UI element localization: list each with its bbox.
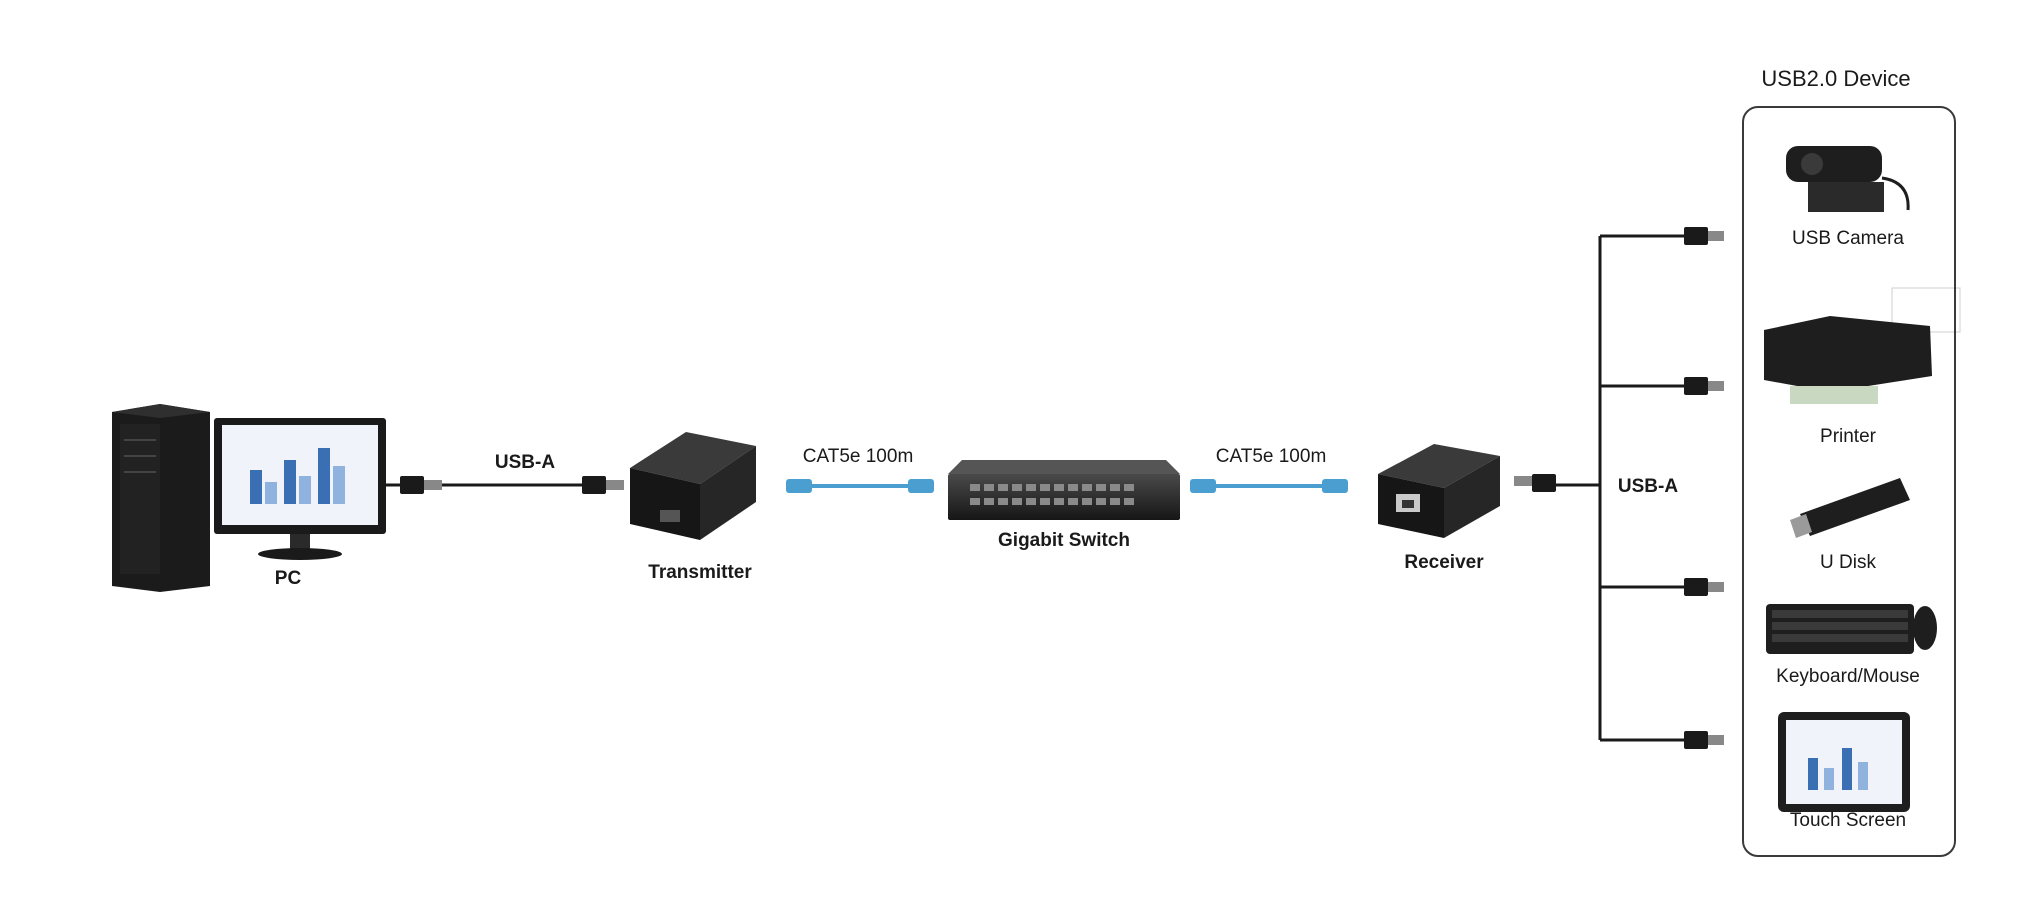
- switch-label: Gigabit Switch: [998, 530, 1130, 551]
- touch-screen-label: Touch Screen: [1789, 810, 1907, 831]
- touch-screen-icon: [1778, 712, 1910, 812]
- usb-cable-right: [1514, 227, 1724, 749]
- device-group-title: USB2.0 Device: [1761, 66, 1911, 91]
- cat5e-right-label: CAT5e 100m: [1215, 446, 1327, 467]
- keyboard-mouse-label: Keyboard/Mouse: [1776, 666, 1920, 687]
- transmitter-icon: [630, 432, 756, 540]
- usb-a-right-label: USB-A: [1617, 476, 1679, 497]
- u-disk-label: U Disk: [1820, 552, 1876, 573]
- transmitter-label: Transmitter: [648, 562, 752, 583]
- gigabit-switch-icon: [948, 460, 1180, 520]
- usb-camera-label: USB Camera: [1792, 228, 1904, 249]
- pc-icon: [112, 404, 442, 592]
- cat5e-left-label: CAT5e 100m: [802, 446, 914, 467]
- usb-device-group-frame: [1742, 106, 1956, 857]
- printer-icon: [1764, 287, 1961, 404]
- receiver-label: Receiver: [1404, 552, 1484, 573]
- usb-disk-icon: [1790, 478, 1910, 538]
- usb-camera-icon: [1786, 146, 1910, 212]
- keyboard-mouse-icon: [1766, 604, 1937, 654]
- usb-cable-left: [442, 476, 624, 494]
- ethernet-cable-left: [786, 479, 934, 493]
- pc-label: PC: [274, 568, 302, 589]
- ethernet-cable-right: [1190, 479, 1348, 493]
- printer-label: Printer: [1820, 426, 1876, 447]
- usb-a-left-label: USB-A: [494, 452, 556, 473]
- receiver-icon: [1378, 444, 1500, 538]
